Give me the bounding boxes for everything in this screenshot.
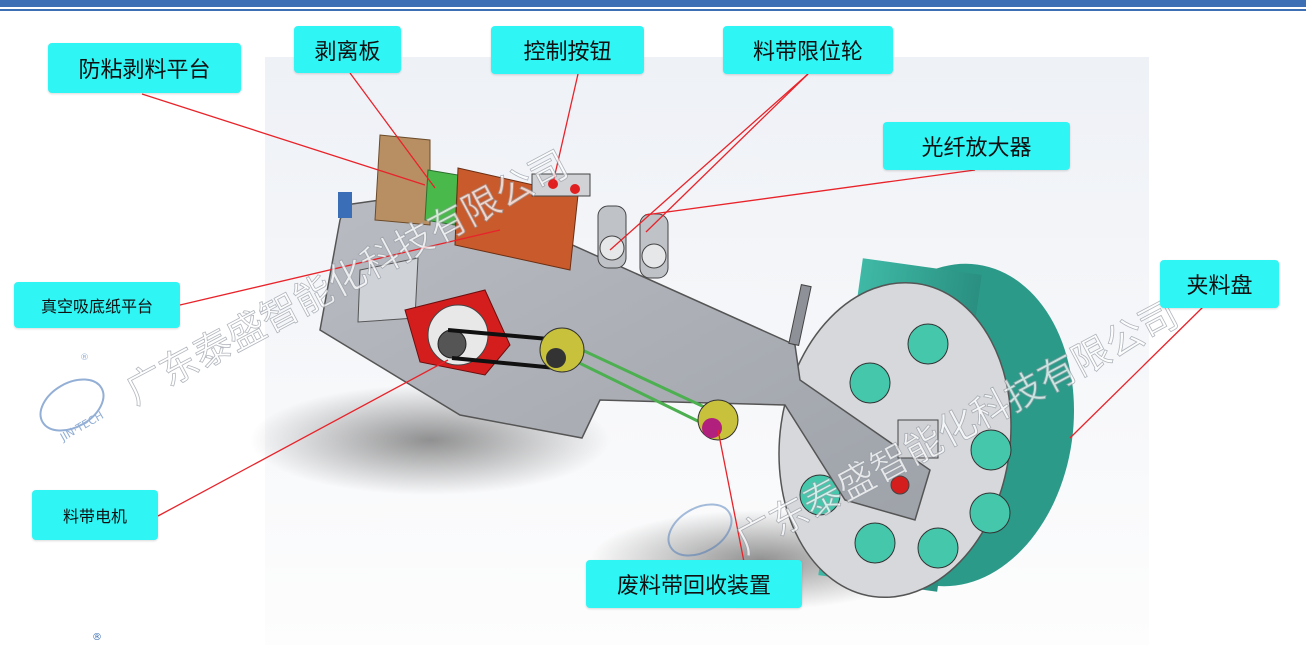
- header-rule: [0, 9, 1306, 11]
- label-fiber-amplifier: 光纤放大器: [883, 122, 1070, 170]
- watermark-logo-2: [667, 503, 733, 557]
- platform-assembly: [338, 134, 579, 271]
- label-waste-recovery: 废料带回收装置: [586, 560, 802, 608]
- main-plate: [319, 189, 931, 521]
- watermark-logo: JIN·TECH ®: [39, 353, 106, 445]
- watermark-logo-text: JIN·TECH: [57, 409, 106, 445]
- label-tape-motor: 料带电机: [32, 490, 158, 540]
- label-control-button: 控制按钮: [491, 26, 644, 74]
- label-peel-plate: 剥离板: [294, 26, 401, 73]
- header-bar: [0, 0, 1306, 7]
- tape-limit-wheels: [597, 205, 669, 279]
- svg-text:®: ®: [80, 353, 89, 363]
- reel-bracket: [890, 419, 939, 495]
- drive-belts: [447, 327, 739, 441]
- watermark-registered-mark: ®: [92, 632, 102, 643]
- label-anti-stick-platform: 防粘剥料平台: [48, 43, 241, 93]
- label-reel-clamp: 夹料盘: [1160, 260, 1279, 308]
- control-button-block: [531, 173, 591, 197]
- leader-lines: [141, 72, 1204, 568]
- label-tape-limit-wheel: 料带限位轮: [723, 26, 893, 74]
- label-vacuum-platform: 真空吸底纸平台: [14, 282, 180, 328]
